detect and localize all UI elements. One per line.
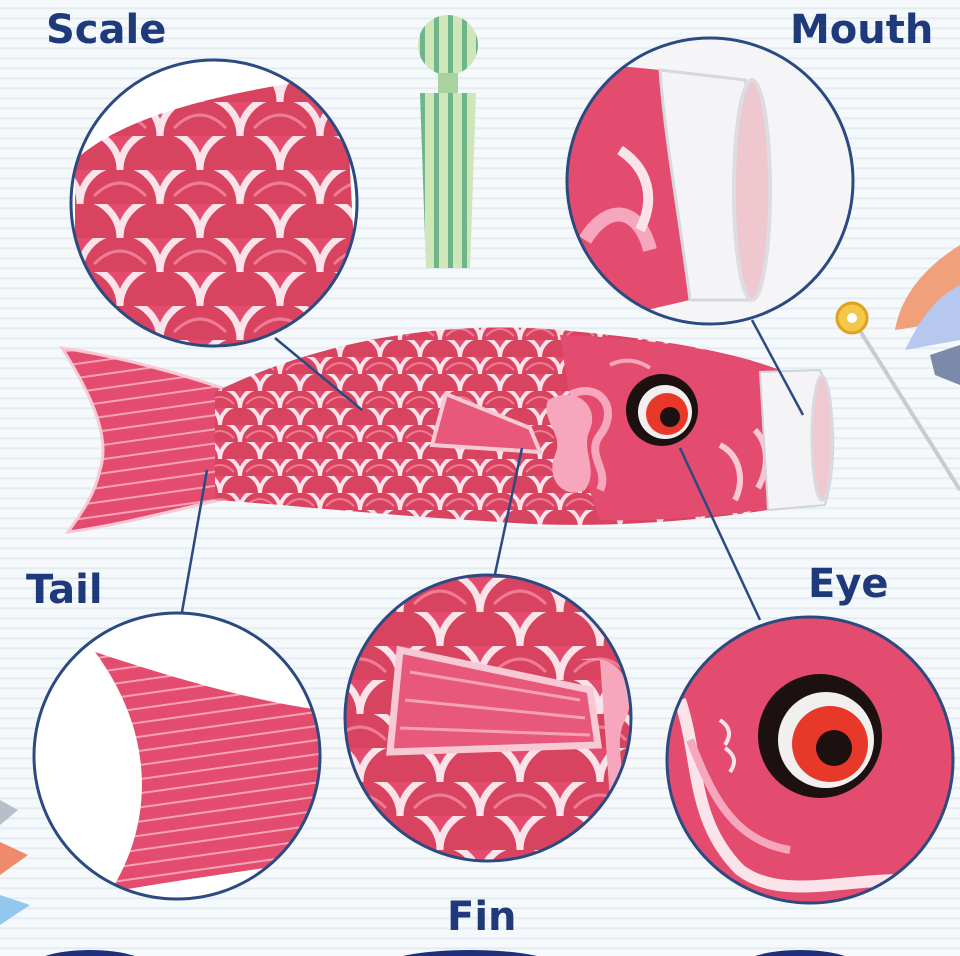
label-eye: Eye (808, 561, 889, 607)
label-tail: Tail (26, 567, 103, 613)
callout-lines (180, 319, 805, 621)
label-scale: Scale (46, 7, 167, 53)
striped-ornament-icon (418, 15, 478, 268)
bottom-edge-decoration (45, 950, 845, 956)
pinwheel-icon (835, 245, 960, 492)
fin-zoom-circle (343, 573, 633, 863)
eye-zoom-circle (665, 615, 955, 905)
label-fin: Fin (447, 894, 517, 940)
scale-zoom-circle (69, 58, 359, 348)
fish-fin (429, 391, 544, 455)
koi-fish (58, 327, 835, 534)
small-fish-decoration (0, 800, 30, 925)
tail-zoom-circle (32, 611, 322, 901)
fish-tail (58, 346, 230, 534)
label-mouth: Mouth (790, 7, 934, 53)
mouth-zoom-circle (565, 36, 855, 326)
